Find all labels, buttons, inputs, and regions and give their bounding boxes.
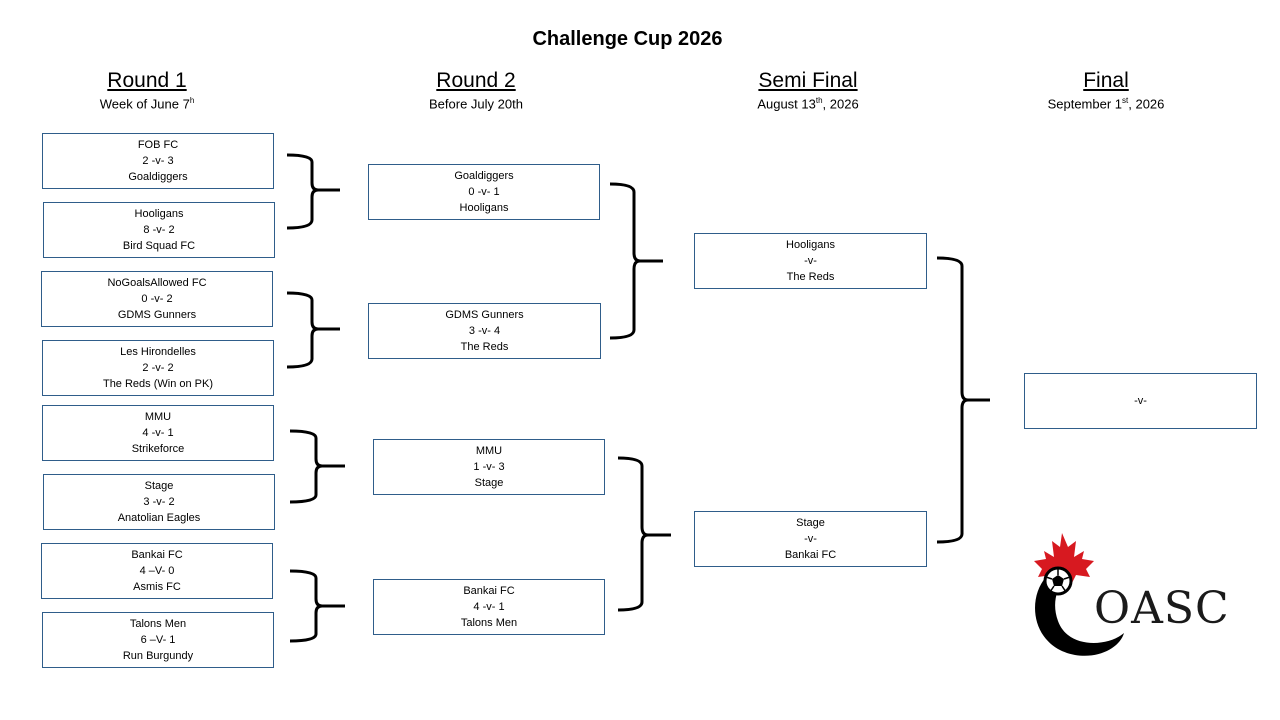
semi-final-match-2: Stage -v- Bankai FC [694,511,927,567]
team-away: Asmis FC [133,581,181,593]
round-1-name: Round 1 [107,69,187,92]
semi-final-date: August 13th, 2026 [757,96,859,112]
match-score: 6 –V- 1 [140,634,176,646]
round1-match-4: Les Hirondelles 2 -v- 2 The Reds (Win on… [42,340,274,396]
round-1-date: Week of June 7h [99,96,195,112]
match-score: -v- [804,533,817,545]
final-date: September 1st, 2026 [1047,96,1165,112]
round-1-header: Round 1 Week of June 7h [27,68,267,111]
team-home: Talons Men [129,618,187,630]
round1-match-3: NoGoalsAllowed FC 0 -v- 2 GDMS Gunners [41,271,273,327]
round2-match-1: Goaldiggers 0 -v- 1 Hooligans [368,164,600,220]
team-home: NoGoalsAllowed FC [107,277,207,289]
team-home: Hooligans [134,208,184,220]
final-header: Final September 1st, 2026 [986,68,1226,111]
team-home: Bankai FC [463,585,515,597]
team-away: The Reds [460,341,509,353]
team-away: Anatolian Eagles [117,512,201,524]
match-score: -v- [804,255,817,267]
round-2-date: Before July 20th [429,96,523,112]
round1-match-5: MMU 4 -v- 1 Strikeforce [42,405,274,461]
oasc-logo [1034,533,1124,656]
match-score: 0 -v- 1 [468,186,500,198]
match-score: -v- [1134,395,1147,407]
team-away: Strikeforce [131,443,185,455]
round1-match-8: Talons Men 6 –V- 1 Run Burgundy [42,612,274,668]
round1-match-7: Bankai FC 4 –V- 0 Asmis FC [41,543,273,599]
round-2-header: Round 2 Before July 20th [356,68,596,111]
round-2-name: Round 2 [436,69,516,92]
team-home: Goaldiggers [454,170,514,182]
team-away: Run Burgundy [122,650,194,662]
team-away: GDMS Gunners [117,309,197,321]
round1-match-2: Hooligans 8 -v- 2 Bird Squad FC [43,202,275,258]
team-home: Les Hirondelles [120,346,196,358]
match-score: 3 -v- 2 [143,496,175,508]
team-home: FOB FC [137,139,179,151]
page-title: Challenge Cup 2026 [532,28,723,50]
bracket-r2-b [617,456,671,612]
match-score: 4 -v- 1 [142,427,174,439]
team-home: GDMS Gunners [445,309,524,321]
team-home: Bankai FC [131,549,183,561]
oasc-logo-text: OASC [1094,583,1230,634]
match-score: 8 -v- 2 [143,224,175,236]
team-away: Goaldiggers [128,171,188,183]
round1-match-6: Stage 3 -v- 2 Anatolian Eagles [43,474,275,530]
bracket-r2-a [609,182,663,340]
team-home: Stage [796,517,825,529]
round2-match-3: MMU 1 -v- 3 Stage [373,439,605,495]
match-score: 4 –V- 0 [139,565,175,577]
match-score: 4 -v- 1 [473,601,505,613]
team-home: Hooligans [786,239,835,251]
round1-match-1: FOB FC 2 -v- 3 Goaldiggers [42,133,274,189]
bracket-r1-a [286,153,340,230]
team-away: Bird Squad FC [122,240,196,252]
team-away: Bankai FC [784,549,837,561]
crescent-swoosh [1035,577,1124,656]
match-score: 1 -v- 3 [473,461,505,473]
match-score: 3 -v- 4 [468,325,501,337]
semi-final-match-1: Hooligans -v- The Reds [694,233,927,289]
bracket-r1-c [289,429,345,504]
team-home: Stage [144,480,174,492]
semi-final-header: Semi Final August 13th, 2026 [688,68,928,111]
team-away: Stage [474,477,504,489]
team-away: The Reds [786,271,835,283]
team-away: Hooligans [459,202,509,214]
bracket-r1-b [286,291,340,369]
round2-match-4: Bankai FC 4 -v- 1 Talons Men [373,579,605,635]
final-match: -v- [1024,373,1257,429]
team-home: MMU [144,411,172,423]
final-name: Final [1083,69,1129,92]
team-away: The Reds (Win on PK) [102,378,214,390]
team-away: Talons Men [460,617,518,629]
semi-final-name: Semi Final [758,69,858,92]
bracket-r1-d [289,569,345,643]
match-score: 2 -v- 2 [142,362,174,374]
team-home: MMU [475,445,503,457]
match-score: 2 -v- 3 [142,155,174,167]
match-score: 0 -v- 2 [141,293,173,305]
bracket-semi [936,256,990,544]
round2-match-2: GDMS Gunners 3 -v- 4 The Reds [368,303,601,359]
